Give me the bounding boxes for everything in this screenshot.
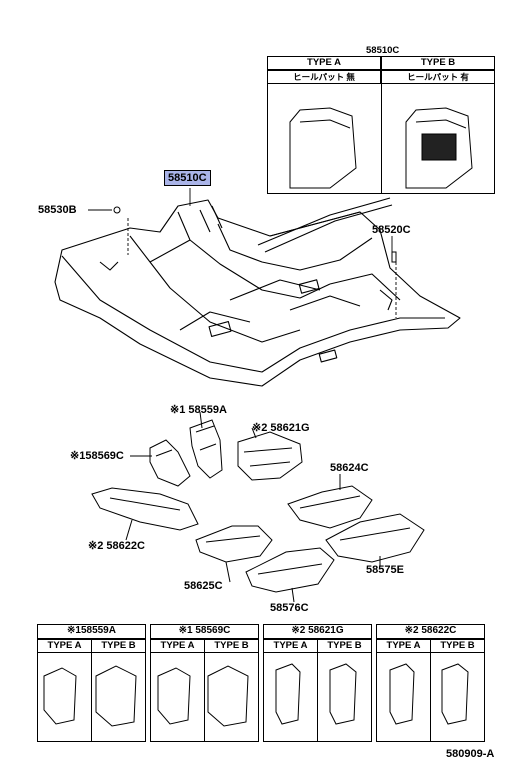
pad-58624c [287,485,373,529]
callout-58622c[interactable]: ※2 58622C [88,540,145,552]
table-title-58569c: ※1 58569C [150,624,259,639]
callout-58559a[interactable]: ※1 58559A [170,404,227,416]
table-58622c-type-b: TYPE B [430,639,485,653]
table-58621g-type-a: TYPE A [263,639,318,653]
table-58559a-type-a: TYPE A [37,639,92,653]
table-58569c-type-b: TYPE B [204,639,259,653]
callout-58576c[interactable]: 58576C [270,602,309,614]
callout-58625c[interactable]: 58625C [184,580,223,592]
callout-58520c[interactable]: 58520C [372,224,411,236]
callout-58569c[interactable]: ※158569C [70,450,124,462]
pad-58622c [91,487,199,531]
inset-type-b-heel-pad [421,133,457,161]
pad-58575e [325,513,425,563]
inset-note-b: ヒールパット 有 [381,70,495,84]
pad-58625c [195,525,273,563]
pad-58559a [189,419,223,479]
table-title-58559a: ※158559A [37,624,146,639]
inset-note-a: ヒールパット 無 [267,70,381,84]
divider [317,653,318,742]
table-58569c-type-a: TYPE A [150,639,205,653]
callout-58510c[interactable]: 58510C [164,170,211,186]
table-title-58621g: ※2 58621G [263,624,372,639]
inset-type-a: TYPE A [267,56,381,70]
pad-58621g [237,431,303,481]
callout-58621g[interactable]: ※2 58621G [252,422,310,434]
floor-carpet-outline [54,199,461,387]
pad-58576c [245,547,335,593]
callout-58575e[interactable]: 58575E [366,564,404,576]
divider [204,653,205,742]
pad-58569c [149,439,191,487]
divider [91,653,92,742]
clip-icon [113,206,121,214]
diagram-id: 580909-A [446,748,495,760]
table-58559a-type-b: TYPE B [91,639,146,653]
callout-58624c[interactable]: 58624C [330,462,369,474]
screw-icon [391,251,397,263]
table-58621g-type-b: TYPE B [317,639,372,653]
inset-title: 58510C [366,45,400,56]
inset-type-a-image [289,107,357,189]
callout-58530b[interactable]: 58530B [38,204,77,216]
inset-divider [381,84,382,194]
table-58622c-type-a: TYPE A [376,639,431,653]
divider [430,653,431,742]
inset-type-b: TYPE B [381,56,495,70]
table-title-58622c: ※2 58622C [376,624,485,639]
